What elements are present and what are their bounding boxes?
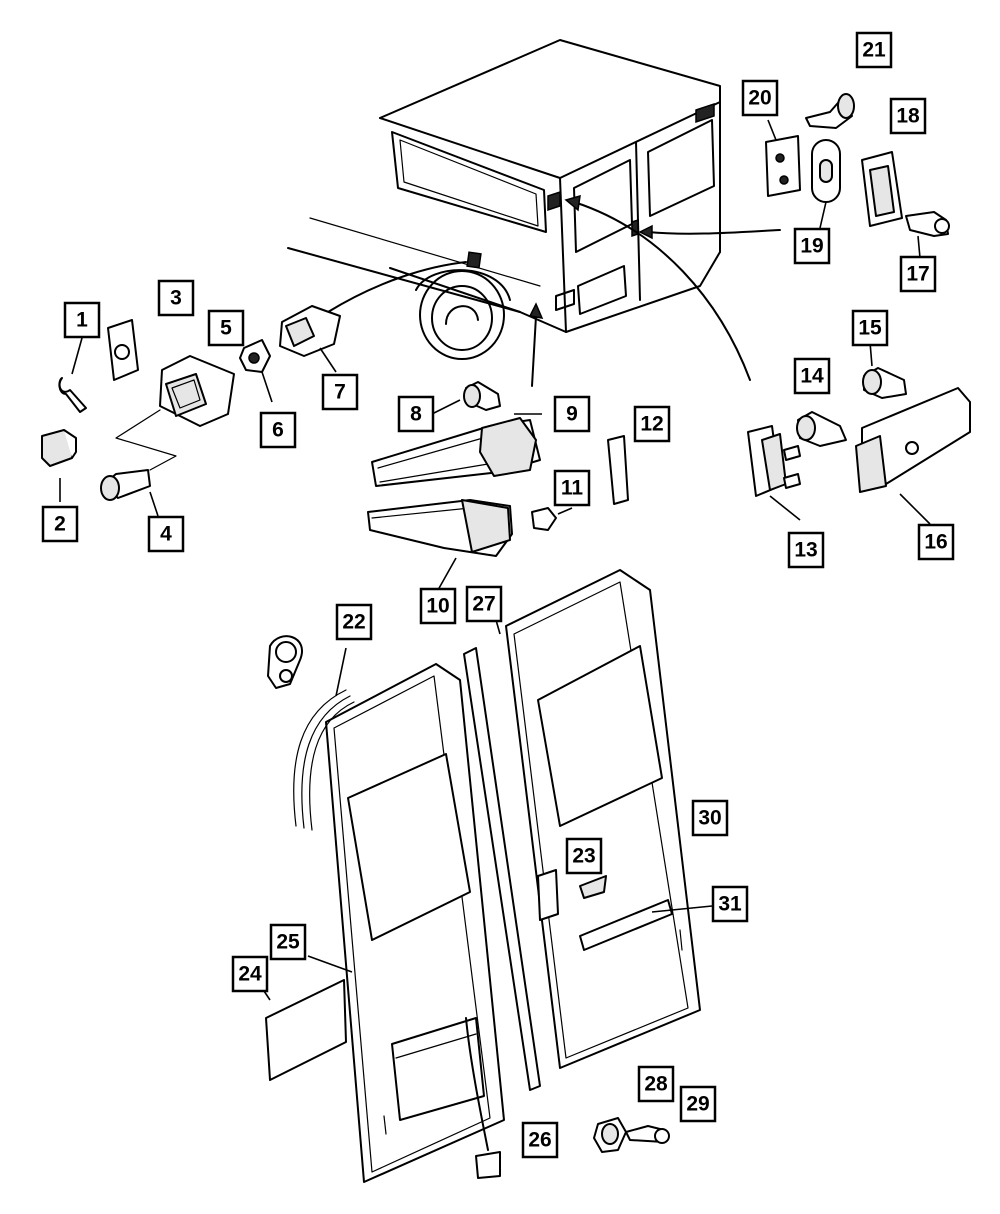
callout-24: 24: [231, 955, 269, 993]
callout-21: 21: [855, 31, 893, 69]
callout-label: 30: [698, 807, 721, 830]
callout-label: 31: [718, 893, 742, 916]
hinge-check-parts: [367, 381, 629, 591]
callout-30: 30: [691, 799, 729, 837]
callout-label: 25: [276, 931, 300, 954]
callout-label: 17: [906, 263, 929, 286]
callout-label: 5: [220, 317, 232, 340]
callout-label: 16: [924, 531, 947, 554]
callout-label: 23: [572, 845, 595, 868]
callout-label: 7: [334, 381, 346, 404]
callout-6: 6: [259, 411, 297, 449]
callout-18: 18: [889, 97, 927, 135]
callout-label: 29: [686, 1093, 709, 1116]
callout-5: 5: [207, 309, 245, 347]
callout-29: 29: [679, 1085, 717, 1123]
callout-label: 3: [170, 287, 182, 310]
callout-9: 9: [553, 395, 591, 433]
hinge-parts: [747, 93, 971, 525]
callout-19: 19: [793, 227, 831, 265]
callout-8: 8: [397, 395, 435, 433]
callout-label: 2: [54, 513, 66, 536]
callout-label: 22: [342, 611, 365, 634]
callout-23: 23: [565, 837, 603, 875]
callout-20: 20: [741, 79, 779, 117]
callout-17: 17: [899, 255, 937, 293]
callout-10: 10: [419, 587, 457, 625]
callout-label: 14: [800, 365, 824, 388]
callout-11: 11: [553, 469, 591, 507]
callout-label: 21: [862, 39, 886, 62]
callout-label: 18: [896, 105, 920, 128]
callout-label: 9: [566, 403, 578, 426]
callout-15: 15: [851, 309, 889, 347]
callout-label: 15: [858, 317, 882, 340]
callout-31: 31: [711, 885, 749, 923]
callout-26: 26: [521, 1121, 559, 1159]
callout-3: 3: [157, 279, 195, 317]
rear-doors: [257, 569, 713, 1183]
callout-16: 16: [917, 523, 955, 561]
callout-label: 19: [800, 235, 823, 258]
callout-label: 11: [561, 477, 584, 500]
callout-label: 6: [272, 419, 284, 442]
van-illustration: [287, 39, 781, 387]
callout-label: 12: [640, 413, 663, 436]
callout-label: 1: [76, 309, 88, 332]
callout-label: 24: [238, 963, 262, 986]
callout-28: 28: [637, 1065, 675, 1103]
callout-2: 2: [41, 505, 79, 543]
callout-4: 4: [147, 515, 185, 553]
fuel-door-parts: [41, 305, 341, 517]
callout-label: 4: [160, 523, 172, 546]
callout-label: 8: [410, 403, 422, 426]
callout-label: 26: [528, 1129, 551, 1152]
callout-13: 13: [787, 531, 825, 569]
callout-1: 1: [63, 301, 101, 339]
callout-25: 25: [269, 923, 307, 961]
callout-12: 12: [633, 405, 671, 443]
callout-label: 10: [426, 595, 449, 618]
callout-14: 14: [793, 357, 831, 395]
callout-7: 7: [321, 373, 359, 411]
callout-label: 28: [644, 1073, 668, 1096]
callout-label: 13: [794, 539, 817, 562]
callout-label: 20: [748, 87, 771, 110]
callout-label: 27: [472, 593, 495, 616]
callout-22: 22: [335, 603, 373, 641]
callout-27: 27: [465, 585, 503, 623]
